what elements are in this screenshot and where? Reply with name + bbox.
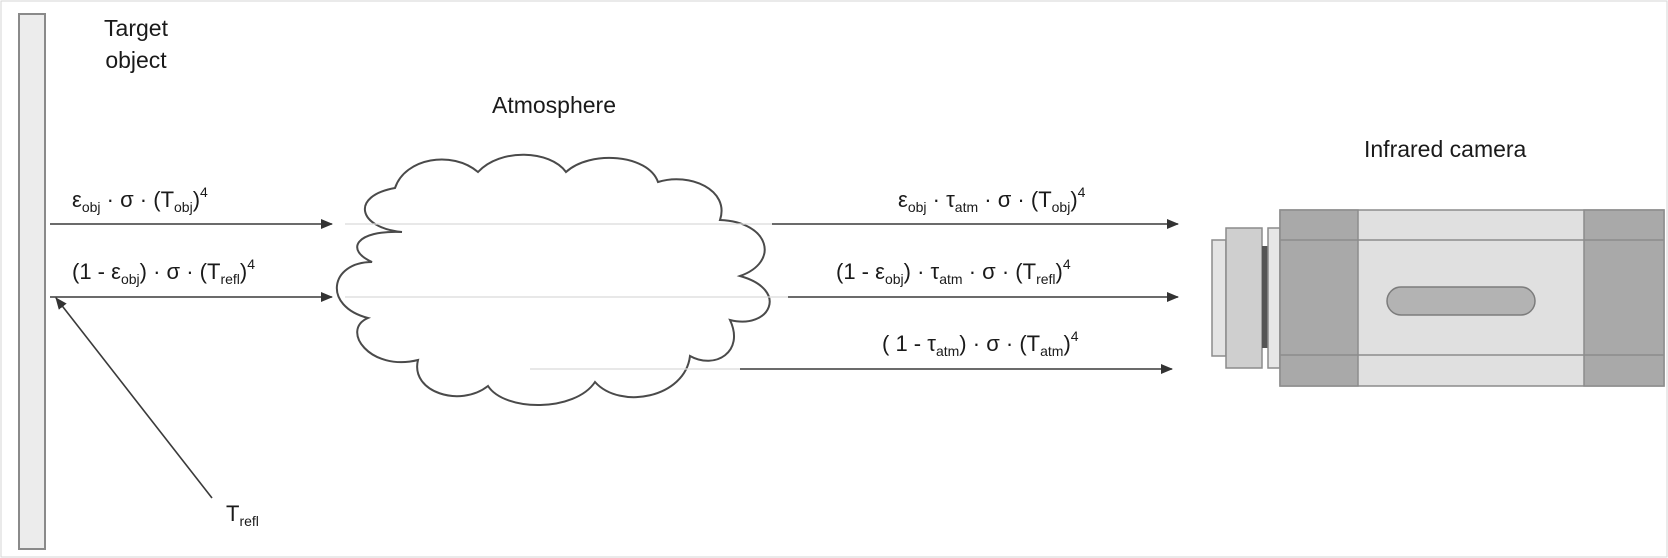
temperature-symbol: T — [1022, 259, 1037, 284]
dot-operator: · — [984, 187, 992, 212]
tau-symbol: τ — [946, 187, 955, 212]
atmosphere-title: Atmosphere — [492, 92, 617, 118]
dot-operator: · — [186, 259, 194, 284]
epsilon-symbol: ε — [111, 259, 121, 284]
temperature-symbol: T — [160, 187, 175, 212]
atmosphere-cloud — [336, 153, 771, 406]
obj-subscript: obj — [120, 271, 140, 287]
dot-operator: · — [1001, 259, 1010, 284]
atmosphere-label-out: ( 1 - τatm) · σ · (Tatm)4 — [882, 328, 1079, 359]
emission-label-in: εobj · σ · (Tobj)4 — [72, 184, 208, 215]
obj-subscript: obj — [884, 271, 904, 287]
dot-operator: · — [968, 259, 977, 284]
power-superscript: 4 — [247, 256, 256, 272]
sigma-symbol: σ — [986, 331, 1000, 356]
dot-operator: · — [153, 259, 161, 284]
dot-operator: · — [1005, 331, 1014, 356]
obj-subscript: obj — [81, 199, 101, 215]
sigma-symbol: σ — [166, 259, 181, 284]
atm-subscript: atm — [954, 199, 979, 215]
dot-operator: · — [972, 331, 981, 356]
power-superscript: 4 — [1077, 184, 1086, 200]
sigma-symbol: σ — [997, 187, 1012, 212]
temperature-symbol: T — [1038, 187, 1052, 212]
tau-symbol: τ — [930, 259, 940, 284]
temperature-symbol: T — [1026, 331, 1041, 356]
target-object-title-line-2: object — [105, 47, 167, 73]
reflected-label-in: (1 - εobj) · σ · (Trefl)4 — [72, 256, 256, 287]
epsilon-symbol: ε — [875, 259, 885, 284]
dot-operator: · — [932, 187, 940, 212]
infrared-camera-title: Infrared camera — [1364, 136, 1527, 162]
tau-symbol: τ — [927, 331, 936, 356]
dot-operator: · — [917, 259, 925, 284]
target-object-title: Target object — [86, 12, 186, 76]
atmosphere-out-prefix: ( 1 - — [882, 331, 928, 356]
dot-operator: · — [106, 187, 114, 212]
infrared-camera-icon — [1211, 209, 1665, 387]
power-superscript: 4 — [1070, 328, 1079, 344]
reflected-temperature-arrow — [55, 297, 213, 499]
target-object-bar — [18, 13, 46, 550]
refl-subscript: refl — [1036, 271, 1056, 287]
epsilon-symbol: ε — [898, 187, 908, 212]
epsilon-symbol: ε — [72, 187, 82, 212]
power-superscript: 4 — [1062, 256, 1071, 272]
obj-subscript: obj — [907, 199, 927, 215]
reflected-out-prefix: (1 - — [836, 259, 876, 284]
temperature-symbol: T — [207, 259, 221, 284]
atm-subscript: atm — [935, 343, 960, 359]
reflected-temperature-label: Trefl — [226, 500, 259, 528]
reflected-in-prefix: (1 - — [72, 259, 112, 284]
obj-subscript: obj — [1051, 199, 1071, 215]
temperature-symbol: T — [226, 501, 240, 526]
sigma-symbol: σ — [982, 259, 996, 284]
reflected-label-out: (1 - εobj) · τatm · σ · (Trefl)4 — [836, 256, 1071, 287]
dot-operator: · — [139, 187, 148, 212]
dot-operator: · — [1017, 187, 1025, 212]
atm-subscript: atm — [1040, 343, 1064, 359]
obj-subscript: obj — [174, 199, 193, 215]
emission-label-out: εobj · τatm · σ · (Tobj)4 — [898, 184, 1086, 215]
sigma-symbol: σ — [120, 187, 134, 212]
power-superscript: 4 — [200, 184, 208, 200]
refl-subscript: refl — [220, 271, 240, 287]
atm-subscript: atm — [939, 271, 963, 287]
target-object-title-line-1: Target — [104, 15, 168, 41]
refl-subscript: refl — [239, 513, 259, 529]
